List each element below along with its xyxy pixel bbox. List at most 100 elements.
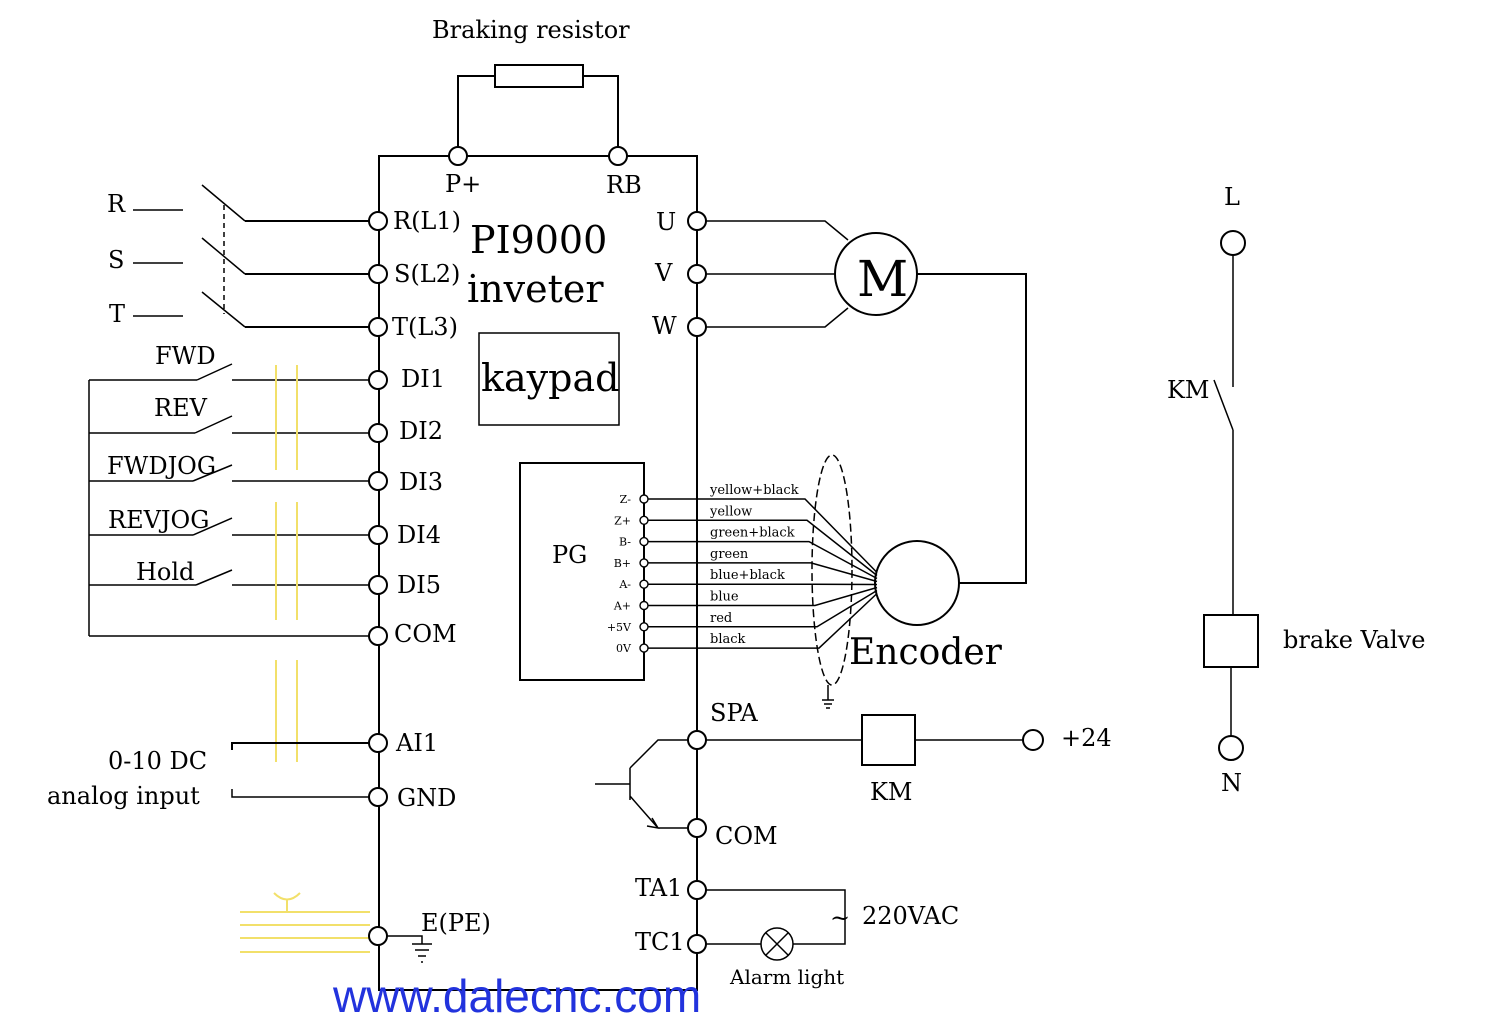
- brake-n-label: N: [1221, 769, 1242, 797]
- transistor-icon: [595, 739, 688, 830]
- label-gnd: GND: [397, 784, 456, 812]
- label-di3: DI3: [399, 468, 443, 496]
- pg-pin-terminal: [639, 515, 649, 525]
- wire-color-label: yellow: [709, 504, 752, 519]
- pg-label: PG: [552, 541, 587, 569]
- brake-l-label: L: [1224, 183, 1240, 211]
- input-rev-label: REV: [154, 394, 208, 422]
- braking-resistor-label: Braking resistor: [432, 16, 630, 44]
- terminal-w: [687, 317, 707, 337]
- keypad-label: kaypad: [481, 356, 619, 400]
- wire-color-label: green+black: [710, 526, 795, 541]
- analog-label-line2: analog input: [47, 782, 200, 810]
- terminal-pe: [368, 926, 388, 946]
- wire-color-label: black: [710, 632, 746, 647]
- label-tc1: TC1: [635, 928, 685, 956]
- label-di1: DI1: [401, 365, 445, 393]
- relay-km-label: KM: [870, 778, 913, 806]
- terminal-di5: [368, 575, 388, 595]
- encoder-wire: [644, 589, 878, 628]
- wire-color-label: red: [710, 611, 732, 626]
- terminal-v: [687, 264, 707, 284]
- label-v: V: [654, 259, 673, 287]
- inverter-box: [378, 155, 698, 991]
- wire-color-label: yellow+black: [709, 483, 799, 498]
- encoder-wire: [644, 586, 878, 607]
- pg-pin-label: +5V: [607, 621, 632, 634]
- alarm-voltage-label: 220VAC: [862, 902, 959, 930]
- label-rb: RB: [606, 171, 642, 199]
- brake-km-label: KM: [1167, 376, 1210, 404]
- ac-source-icon: ~: [830, 904, 850, 932]
- label-t: T(L3): [392, 313, 458, 341]
- terminal-u: [687, 211, 707, 231]
- terminal-p-plus: [448, 146, 468, 166]
- shield-line: [275, 365, 298, 762]
- ground-icon: [387, 935, 432, 963]
- label-r: R(L1): [393, 207, 461, 235]
- terminal-spa: [687, 730, 707, 750]
- wire-color-label: blue: [710, 590, 739, 605]
- supply-t-label: T: [109, 300, 125, 328]
- terminal-rb: [608, 146, 628, 166]
- encoder-wire: [644, 498, 878, 574]
- cable-shield-icon: [811, 454, 853, 686]
- terminal-ai1: [368, 733, 388, 753]
- label-s: S(L2): [394, 260, 460, 288]
- supply-r-label: R: [107, 190, 126, 218]
- encoder: [874, 540, 960, 626]
- plus24-label: +24: [1061, 724, 1112, 752]
- keypad-box: [478, 332, 620, 426]
- pg-pin-terminal: [639, 622, 649, 632]
- label-u: U: [656, 208, 676, 236]
- wire-color-label: green: [710, 547, 749, 562]
- terminal-com: [368, 626, 388, 646]
- alarm-light-label: Alarm light: [729, 965, 844, 989]
- label-w: W: [652, 312, 677, 340]
- pg-pin-label: Z-: [620, 493, 632, 506]
- encoder-wire: [644, 592, 878, 649]
- pg-pin-label: A-: [618, 578, 631, 591]
- terminal-l: [1220, 230, 1246, 256]
- supply-s-label: S: [108, 246, 124, 274]
- wire-color-label: blue+black: [710, 568, 785, 583]
- braking-resistor: [494, 64, 584, 88]
- pg-pin-terminal: [639, 600, 649, 611]
- analog-label-line1: 0-10 DC: [108, 747, 207, 775]
- pg-pin-terminal: [639, 494, 649, 504]
- label-pe: E(PE): [421, 909, 491, 937]
- pg-pin-terminal: [639, 579, 649, 589]
- pg-card: [519, 462, 645, 681]
- input-fwdjog-label: FWDJOG: [107, 452, 216, 480]
- terminal-n: [1218, 735, 1244, 761]
- terminal-di3: [368, 471, 388, 491]
- terminal-t: [368, 317, 388, 337]
- pg-pin-terminal: [639, 643, 649, 653]
- label-spa: SPA: [710, 699, 758, 727]
- pg-pin-label: A+: [613, 600, 631, 613]
- terminal-s: [368, 264, 388, 284]
- terminal-di2: [368, 423, 388, 443]
- pg-pin-terminal: [639, 536, 649, 547]
- terminal-tc1: [687, 934, 707, 954]
- terminal-r: [368, 211, 388, 231]
- label-di5: DI5: [397, 571, 441, 599]
- terminal-di4: [368, 525, 388, 545]
- pe-shield-lines: [240, 892, 370, 953]
- label-com: COM: [394, 620, 457, 648]
- pg-pin-label: 0V: [616, 642, 632, 655]
- label-p-plus: P+: [445, 170, 481, 198]
- encoder-label: Encoder: [849, 632, 1003, 673]
- terminal-com2: [687, 818, 707, 838]
- input-hold-label: Hold: [136, 558, 194, 586]
- pg-pin-label: B-: [619, 536, 631, 549]
- encoder-wire: [644, 519, 878, 577]
- terminal-ta1: [687, 880, 707, 900]
- label-ta1: TA1: [635, 874, 682, 902]
- input-revjog-label: REVJOG: [108, 506, 209, 534]
- input-fwd-label: FWD: [155, 342, 216, 370]
- label-ai1: AI1: [395, 729, 438, 757]
- brake-valve: [1203, 614, 1259, 668]
- pg-pin-label: Z+: [614, 514, 631, 527]
